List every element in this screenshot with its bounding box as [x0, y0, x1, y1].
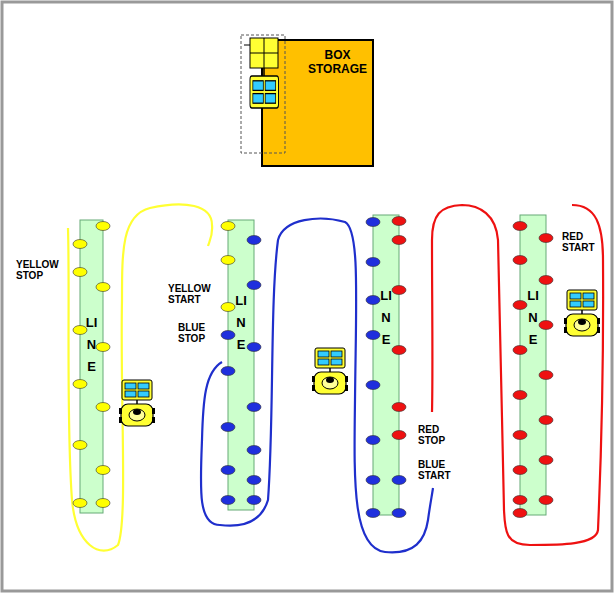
station-dot: [366, 476, 380, 485]
storage-box: BOX STORAGE: [262, 40, 373, 166]
line-label: LINE: [85, 312, 98, 378]
station-dot: [247, 496, 261, 505]
station-dot: [513, 431, 527, 440]
station-dot: [366, 381, 380, 390]
station-dot: [539, 371, 553, 380]
station-dot: [392, 236, 406, 245]
station-dot: [247, 446, 261, 455]
station-dot: [73, 380, 87, 389]
station-dot: [539, 321, 553, 330]
station-dot: [539, 496, 553, 505]
line-bar: LINE: [373, 215, 399, 515]
station-dot: [366, 436, 380, 445]
station-dot: [247, 343, 261, 352]
station-dot: [221, 496, 235, 505]
station-dot: [221, 423, 235, 432]
station-dot: [96, 403, 110, 412]
station-dot: [73, 441, 87, 450]
route-label: YELLOW STOP: [16, 259, 59, 281]
station-dot: [513, 222, 527, 231]
station-dot: [513, 301, 527, 310]
station-dot: [513, 391, 527, 400]
station-dot: [366, 218, 380, 227]
station-dot: [73, 240, 87, 249]
station-dot: [366, 296, 380, 305]
station-dot: [513, 496, 527, 505]
station-dot: [392, 509, 406, 518]
station-dot: [513, 509, 527, 518]
route-label: RED START: [562, 231, 595, 253]
station-dot: [73, 499, 87, 508]
line-bar: LINE: [228, 220, 254, 510]
station-dot: [96, 222, 110, 231]
station-dot: [221, 367, 235, 376]
station-dot: [221, 466, 235, 475]
station-dot: [392, 403, 406, 412]
line-label: LINE: [235, 290, 248, 356]
route-label: BLUE START: [418, 459, 451, 481]
station-dot: [392, 346, 406, 355]
station-dot: [513, 466, 527, 475]
storage-label: BOX STORAGE: [308, 48, 367, 76]
station-dot: [539, 416, 553, 425]
route-label: YELLOW START: [168, 283, 211, 305]
station-dot: [539, 456, 553, 465]
line-label: LINE: [527, 285, 540, 351]
station-dot: [366, 258, 380, 267]
station-dot: [247, 476, 261, 485]
station-dot: [366, 331, 380, 340]
station-dot: [392, 286, 406, 295]
station-dot: [96, 283, 110, 292]
station-dot: [96, 499, 110, 508]
station-dot: [539, 234, 553, 243]
station-dot: [96, 343, 110, 352]
station-dot: [247, 281, 261, 290]
station-dot: [513, 256, 527, 265]
station-dot: [221, 331, 235, 340]
station-dot: [73, 268, 87, 277]
station-dot: [247, 236, 261, 245]
station-dot: [247, 403, 261, 412]
station-dot: [221, 222, 235, 231]
station-dot: [392, 431, 406, 440]
line-bar: LINE: [80, 220, 103, 513]
station-dot: [392, 476, 406, 485]
station-dot: [392, 217, 406, 226]
line-bar: LINE: [520, 215, 546, 515]
line-label: LINE: [380, 285, 393, 351]
route-label: RED STOP: [418, 424, 445, 446]
station-dot: [221, 303, 235, 312]
station-dot: [513, 346, 527, 355]
station-dot: [539, 276, 553, 285]
station-dot: [366, 509, 380, 518]
station-dot: [96, 466, 110, 475]
route-label: BLUE STOP: [178, 322, 205, 344]
station-dot: [221, 256, 235, 265]
station-dot: [73, 326, 87, 335]
